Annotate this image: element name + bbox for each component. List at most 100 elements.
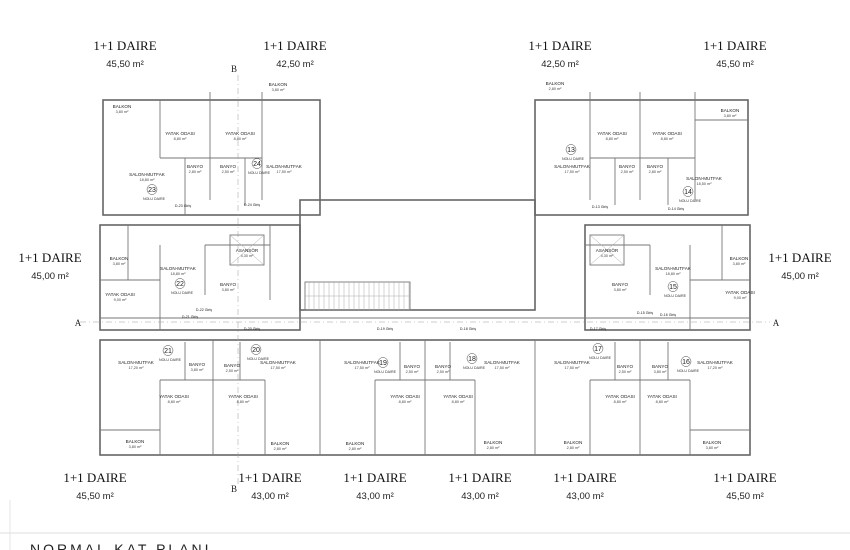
bathroom-label: BANYO	[617, 364, 634, 369]
entrance-door-label: D-23 Giriş	[175, 204, 191, 208]
unit-number: 18	[468, 356, 476, 363]
bathroom-area: 2,50 m²	[226, 369, 240, 373]
bathroom-area: 3,80 m²	[614, 288, 628, 292]
elevator-shaft	[589, 234, 625, 266]
elevator-label: ASANSÖR	[596, 247, 619, 253]
bathroom-area: 2,80 m²	[189, 170, 203, 174]
living-kitchen-area: 17,20 m²	[129, 366, 145, 370]
unit-label: NOLU DAIRE	[171, 291, 194, 295]
unit-label: NOLU DAIRE	[248, 171, 271, 175]
bathroom-label: BANYO	[647, 164, 664, 169]
bedroom-area: 8,80 m²	[656, 400, 670, 404]
unit-number: 23	[148, 187, 156, 194]
living-kitchen-label: SALON-MUTFAK	[344, 360, 381, 365]
unit-area-header: 43,00 m²	[566, 491, 604, 502]
unit-number-circle	[565, 144, 577, 155]
bathroom-label: BANYO	[435, 364, 452, 369]
plan-title: NORMAL KAT PLANI	[30, 541, 212, 550]
living-kitchen-area: 17,20 m²	[708, 366, 724, 370]
bathroom-area: 2,50 m²	[619, 370, 633, 374]
living-kitchen-label: SALON-MUTFAK	[260, 360, 297, 365]
unit-number-circle	[667, 281, 679, 292]
bedroom-label: YATAK ODASI	[605, 394, 635, 399]
unit-number: 22	[176, 281, 184, 288]
unit-type-header: 1+1 DAIRE	[768, 250, 831, 265]
entrance-door-label: D-16 Giriş	[660, 313, 676, 317]
entrance-door-label: D-20 Giriş	[244, 327, 260, 331]
balcony-area: 3,80 m²	[116, 110, 130, 114]
bedroom-area: 8,80 m²	[661, 137, 675, 141]
living-kitchen-area: 18,80 m²	[140, 178, 156, 182]
entrance-door-label: D-13 Giriş	[592, 205, 608, 209]
wall-outline	[584, 224, 751, 331]
entrance-door-label: D-15 Giriş	[637, 311, 653, 315]
bathroom-label: BANYO	[220, 164, 237, 169]
unit-type-header: 1+1 DAIRE	[93, 38, 156, 53]
unit-area-header: 45,50 m²	[726, 491, 764, 502]
unit-type-header: 1+1 DAIRE	[343, 470, 406, 485]
unit-area-header: 43,00 m²	[251, 491, 289, 502]
bathroom-area: 2,50 m²	[406, 370, 420, 374]
unit-area-header: 43,00 m²	[356, 491, 394, 502]
living-kitchen-label: SALON-MUTFAK	[160, 266, 197, 271]
bathroom-label: BANYO	[619, 164, 636, 169]
elevator-label: ASANSÖR	[236, 247, 259, 253]
bedroom-label: YATAK ODASI	[390, 394, 420, 399]
unit-number: 20	[252, 347, 260, 354]
entrance-door-label: D-24 Giriş	[244, 203, 260, 207]
bedroom-area: 8,80 m²	[614, 400, 628, 404]
unit-label: NOLU DAIRE	[143, 197, 166, 201]
bathroom-area: 2,50 m²	[621, 170, 635, 174]
bedroom-label: YATAK ODASI	[443, 394, 473, 399]
unit-number: 13	[567, 147, 575, 154]
balcony-label: BALKON	[126, 439, 145, 444]
unit-number-circle	[174, 278, 186, 289]
unit-type-header: 1+1 DAIRE	[703, 38, 766, 53]
bedroom-area: 8,80 m²	[174, 137, 188, 141]
balcony-label: BALKON	[110, 256, 129, 261]
bathroom-label: BANYO	[187, 164, 204, 169]
unit-type-header: 1+1 DAIRE	[263, 38, 326, 53]
unit-number-circle	[162, 345, 174, 356]
elevator-area: 4,30 m²	[601, 254, 615, 258]
bedroom-label: YATAK ODASI	[159, 394, 189, 399]
bathroom-area: 3,80 m²	[654, 370, 668, 374]
unit-number: 24	[253, 161, 261, 168]
unit-number-circle	[146, 184, 158, 195]
unit-area-header: 45,50 m²	[76, 491, 114, 502]
unit-area-header: 45,00 m²	[31, 271, 69, 282]
section-marker-a-right: A	[773, 318, 780, 328]
unit-label: NOLU DAIRE	[677, 369, 700, 373]
unit-area-header: 43,00 m²	[461, 491, 499, 502]
living-kitchen-label: SALON-MUTFAK	[686, 176, 723, 181]
unit-type-header: 1+1 DAIRE	[713, 470, 776, 485]
unit-number: 17	[594, 346, 602, 353]
walls	[99, 92, 751, 456]
unit-number: 16	[682, 359, 690, 366]
unit-type-header: 1+1 DAIRE	[448, 470, 511, 485]
living-kitchen-area: 18,80 m²	[666, 272, 682, 276]
unit-label: NOLU DAIRE	[664, 294, 687, 298]
bedroom-label: YATAK ODASI	[652, 131, 682, 136]
living-kitchen-label: SALON-MUTFAK	[266, 164, 303, 169]
bedroom-label: YATAK ODASI	[165, 131, 195, 136]
bedroom-label: YATAK ODASI	[647, 394, 677, 399]
balcony-label: BALKON	[269, 82, 288, 87]
bedroom-area: 9,00 m²	[734, 296, 748, 300]
bathroom-label: BANYO	[404, 364, 421, 369]
core-outline	[299, 199, 536, 311]
balcony-area: 3,80 m²	[706, 446, 720, 450]
unit-area-header: 45,50 m²	[716, 59, 754, 70]
bedroom-area: 8,80 m²	[606, 137, 620, 141]
living-kitchen-label: SALON-MUTFAK	[484, 360, 521, 365]
unit-area-header: 42,50 m²	[276, 59, 314, 70]
bathroom-area: 3,80 m²	[191, 368, 205, 372]
unit-label: NOLU DAIRE	[247, 357, 270, 361]
